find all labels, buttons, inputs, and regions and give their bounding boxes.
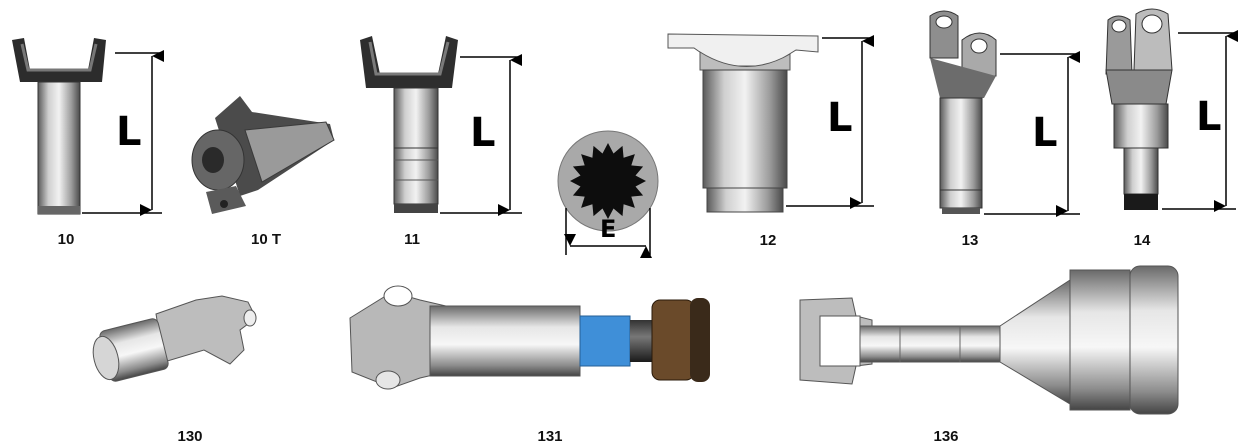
part-11-yoke	[360, 36, 458, 213]
part-10-length-dimension	[82, 50, 164, 216]
part-13-length-label: L	[1032, 110, 1058, 156]
part-136-slip-joint	[799, 265, 1179, 415]
part-12-length-dimension	[786, 35, 874, 209]
part-14-slip-yoke	[1105, 8, 1173, 210]
part-12-flange-yoke	[667, 33, 819, 213]
caption-part-136: 136	[933, 428, 959, 445]
caption-part-12: 12	[759, 232, 777, 249]
part-131-shaft	[349, 285, 710, 390]
spline-diameter-label: E	[600, 215, 617, 243]
part-10-yoke	[12, 38, 106, 215]
caption-part-11: 11	[404, 231, 420, 248]
spline-cross-section	[557, 130, 659, 258]
part-10t-tube-yoke	[191, 96, 335, 214]
part-13-length-dimension	[984, 51, 1080, 217]
part-130-stub-yoke	[92, 295, 257, 382]
caption-part-131: 131	[537, 428, 563, 445]
part-14-length-dimension	[1162, 29, 1238, 212]
caption-part-14: 14	[1133, 232, 1151, 249]
caption-part-10t: 10 T	[250, 231, 282, 248]
spline-teeth	[570, 143, 646, 219]
part-12-length-label: L	[827, 95, 853, 141]
part-10-length-label: L	[116, 109, 142, 155]
part-13-slip-yoke	[929, 10, 997, 214]
caption-part-13: 13	[961, 232, 979, 249]
caption-part-10: 10	[57, 231, 75, 248]
part-11-length-label: L	[470, 110, 496, 156]
part-11-length-dimension	[440, 54, 522, 216]
part-14-length-label: L	[1196, 94, 1222, 140]
caption-part-130: 130	[177, 428, 203, 445]
